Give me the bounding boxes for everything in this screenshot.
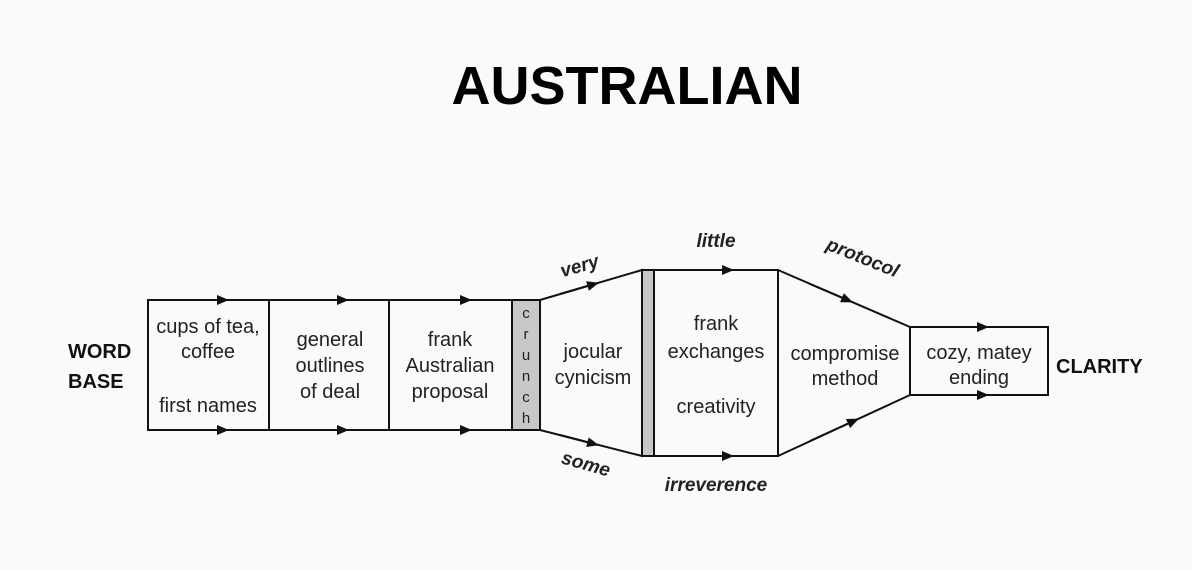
box-frank-proposal-line1: frank <box>428 329 473 351</box>
crunch-letter: u <box>522 347 530 364</box>
section-jocular-cynicism <box>539 268 643 458</box>
box-frank-proposal-line3: proposal <box>412 381 489 403</box>
box-frank-proposal-line2: Australian <box>406 355 495 377</box>
divider-strip <box>641 269 655 457</box>
left-label-line2: BASE <box>68 371 124 393</box>
box-cups-line2: coffee <box>181 341 235 363</box>
compromise-line2: method <box>812 368 879 390</box>
cozy-line1: cozy, matey <box>926 342 1031 364</box>
cozy-line2: ending <box>949 367 1009 389</box>
box-general-line1: general <box>297 329 364 351</box>
crunch-letter: n <box>522 368 530 385</box>
annotation-some: some <box>559 448 613 482</box>
crunch-letter: c <box>522 305 530 322</box>
arrow-diagonal-up <box>809 418 859 442</box>
jocular-line2: cynicism <box>555 367 632 389</box>
box-general-line3: of deal <box>300 381 360 403</box>
annotation-very: very <box>558 251 603 282</box>
compromise-line1: compromise <box>791 343 900 365</box>
crunch-letter: c <box>522 389 530 406</box>
crunch-letter: h <box>522 410 530 427</box>
frank-exchanges-line1: frank <box>694 313 739 335</box>
frank-exchanges-line2: exchanges <box>668 341 765 363</box>
box-general-line2: outlines <box>296 355 365 377</box>
diagram-title: AUSTRALIAN <box>452 56 803 116</box>
box-cups-line3: first names <box>159 395 257 417</box>
right-label: CLARITY <box>1056 356 1143 378</box>
annotation-protocol: protocol <box>822 234 902 283</box>
left-label-line1: WORD <box>68 341 131 363</box>
box-frank-exchanges <box>653 269 779 457</box>
annotation-irreverence: irreverence <box>665 475 768 496</box>
arrow-diagonal-down <box>809 283 853 303</box>
arrow-diagonal-down <box>559 434 599 448</box>
crunch-letter: r <box>524 326 529 343</box>
frank-exchanges-line3: creativity <box>677 396 756 418</box>
jocular-line1: jocular <box>563 341 623 363</box>
crunch-strip <box>511 299 541 431</box>
arrow-diagonal-up <box>559 281 599 295</box>
box-cups-line1: cups of tea, <box>156 316 259 338</box>
annotation-little: little <box>696 231 735 252</box>
